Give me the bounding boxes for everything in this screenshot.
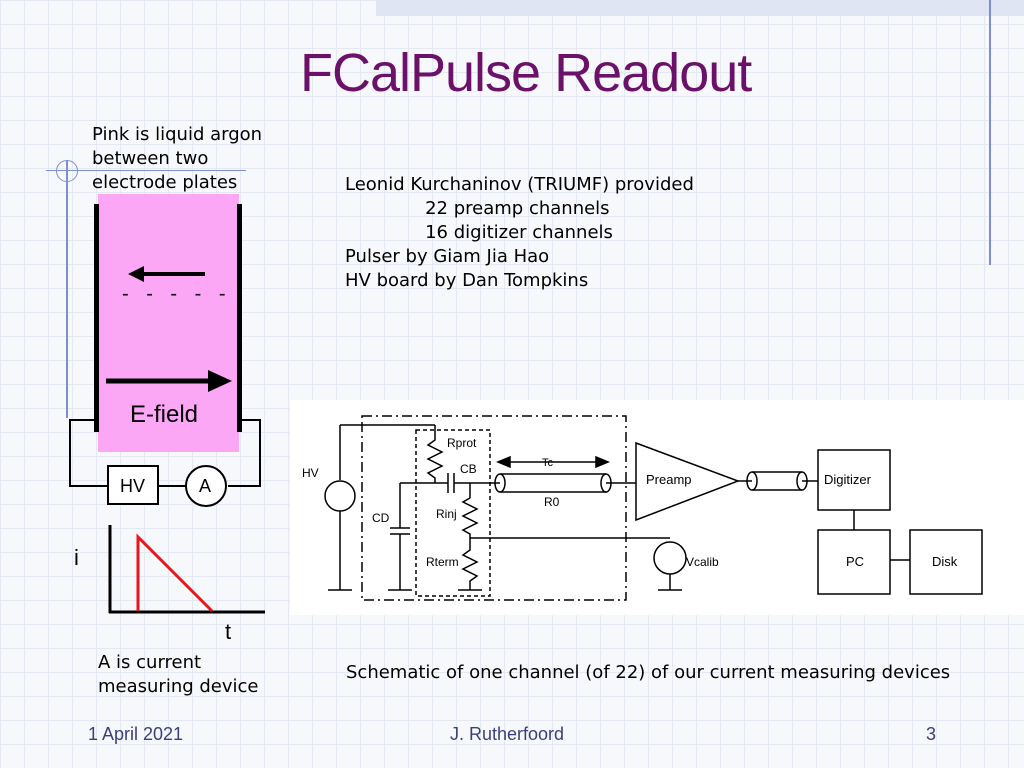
sch-digitizer-label: Digitizer <box>824 472 872 487</box>
current-pulse-plot: i t <box>74 525 265 644</box>
sch-cd-label: CD <box>372 511 390 525</box>
right-accent-line <box>989 0 991 265</box>
sch-pc-label: PC <box>846 554 864 569</box>
title-underline-accent <box>46 170 246 171</box>
preamp-triangle <box>635 441 741 522</box>
sch-rinj-label: Rinj <box>436 507 457 521</box>
hv-box <box>107 465 159 505</box>
left-accent-line <box>66 160 68 418</box>
rterm-resistor <box>461 538 479 590</box>
triangular-current-pulse <box>136 533 214 613</box>
sch-rterm-label: Rterm <box>426 555 459 569</box>
pc-box <box>817 529 891 595</box>
sch-disk-label: Disk <box>932 554 958 569</box>
vcalib-source-circle <box>653 541 687 575</box>
footer-page-number: 3 <box>926 724 937 744</box>
ammeter-circle <box>185 465 227 507</box>
left-wire <box>69 419 108 487</box>
accent-circle-icon <box>56 160 78 182</box>
plot-xlabel: t <box>225 619 231 644</box>
footer-date: 1 April 2021 <box>88 724 184 744</box>
footer-author: J. Rutherfoord <box>450 724 565 744</box>
ammeter-label: A <box>199 476 211 496</box>
sch-hv-label: HV <box>302 466 319 480</box>
left-electrode-plate <box>94 204 99 432</box>
rinj-resistor <box>461 497 479 538</box>
sch-r0-label: R0 <box>544 495 560 509</box>
credits-text: Leonid Kurchaninov (TRIUMF) provided 22 … <box>345 174 694 291</box>
tc-arrow-right-icon <box>595 455 610 469</box>
sch-rprot-label: Rprot <box>447 436 477 450</box>
sch-cb-label: CB <box>460 462 477 476</box>
charge-dashes: - - - - - <box>122 283 232 305</box>
disk-box <box>909 529 983 595</box>
small-arrow-left-icon <box>128 266 144 282</box>
plot-ylabel: i <box>74 545 79 570</box>
sch-preamp-label: Preamp <box>646 472 692 487</box>
liquid-argon-region <box>98 194 239 452</box>
outer-dashed-box <box>361 415 627 601</box>
slide-title: FCalPulse Readout <box>300 43 752 103</box>
sch-tc-label: Tc <box>542 457 554 469</box>
caption-liquid-argon: Pink is liquid argon between two electro… <box>92 124 263 193</box>
tc-arrow-left-icon <box>496 455 511 469</box>
efield-label: E-field <box>130 401 198 428</box>
right-wire <box>228 419 261 487</box>
hv-label: HV <box>120 476 145 496</box>
rprot-resistor <box>426 425 444 483</box>
caption-ammeter: A is current measuring device <box>98 652 259 697</box>
schematic-panel: HV Rprot CB Tc R0 CD Rinj Rterm Preamp V… <box>290 400 1024 615</box>
top-decoration-bar <box>376 0 1024 16</box>
schematic-caption: Schematic of one channel (of 22) of our … <box>346 662 951 683</box>
sch-vcalib-label: Vcalib <box>686 555 719 569</box>
inner-dashed-box <box>415 429 491 597</box>
channel-schematic: HV Rprot CB Tc R0 CD Rinj Rterm Preamp V… <box>302 415 983 601</box>
electrode-diagram: - - - - - E-field HV A <box>69 194 261 507</box>
hv-source-circle <box>324 480 356 512</box>
large-arrow-right-icon <box>208 370 232 392</box>
right-electrode-plate <box>237 204 242 432</box>
digitizer-box <box>817 449 891 511</box>
